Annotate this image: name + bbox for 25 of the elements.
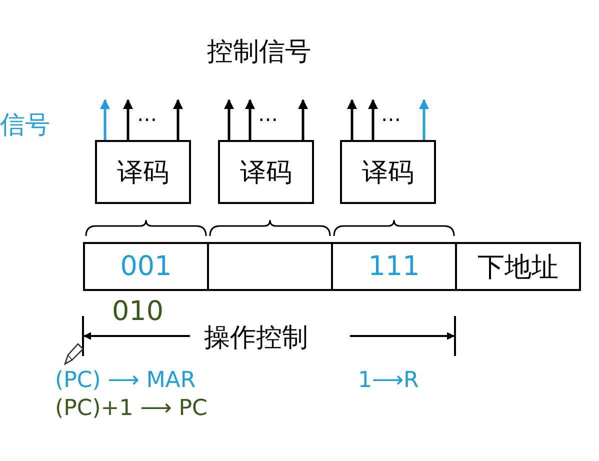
decoder-box: 译码 bbox=[340, 140, 436, 204]
field-value: 010 bbox=[112, 296, 164, 327]
field-cell bbox=[207, 242, 333, 291]
ellipsis: … bbox=[137, 102, 157, 126]
ellipsis: … bbox=[381, 102, 401, 126]
ellipsis: … bbox=[258, 102, 278, 126]
arrow bbox=[100, 99, 110, 140]
decoder-box: 译码 bbox=[95, 140, 191, 204]
side-label: 信号 bbox=[0, 109, 50, 141]
arrow bbox=[224, 99, 234, 140]
arrow bbox=[173, 99, 183, 140]
transfer-label: (PC) ⟶ MAR bbox=[55, 368, 196, 393]
transfer-label: 1⟶R bbox=[358, 368, 419, 393]
field-cell: 111 bbox=[331, 242, 457, 291]
transfer-label: (PC)+1 ⟶ PC bbox=[55, 396, 208, 421]
arrow bbox=[347, 99, 357, 140]
arrow bbox=[419, 99, 429, 140]
field-cell: 下地址 bbox=[455, 242, 581, 291]
decoder-box: 译码 bbox=[218, 140, 314, 204]
title: 控制信号 bbox=[207, 36, 311, 69]
arrow bbox=[245, 99, 255, 140]
arrow bbox=[298, 99, 308, 140]
arrow bbox=[123, 99, 133, 140]
field-cell: 001 bbox=[83, 242, 209, 291]
arrow bbox=[368, 99, 378, 140]
